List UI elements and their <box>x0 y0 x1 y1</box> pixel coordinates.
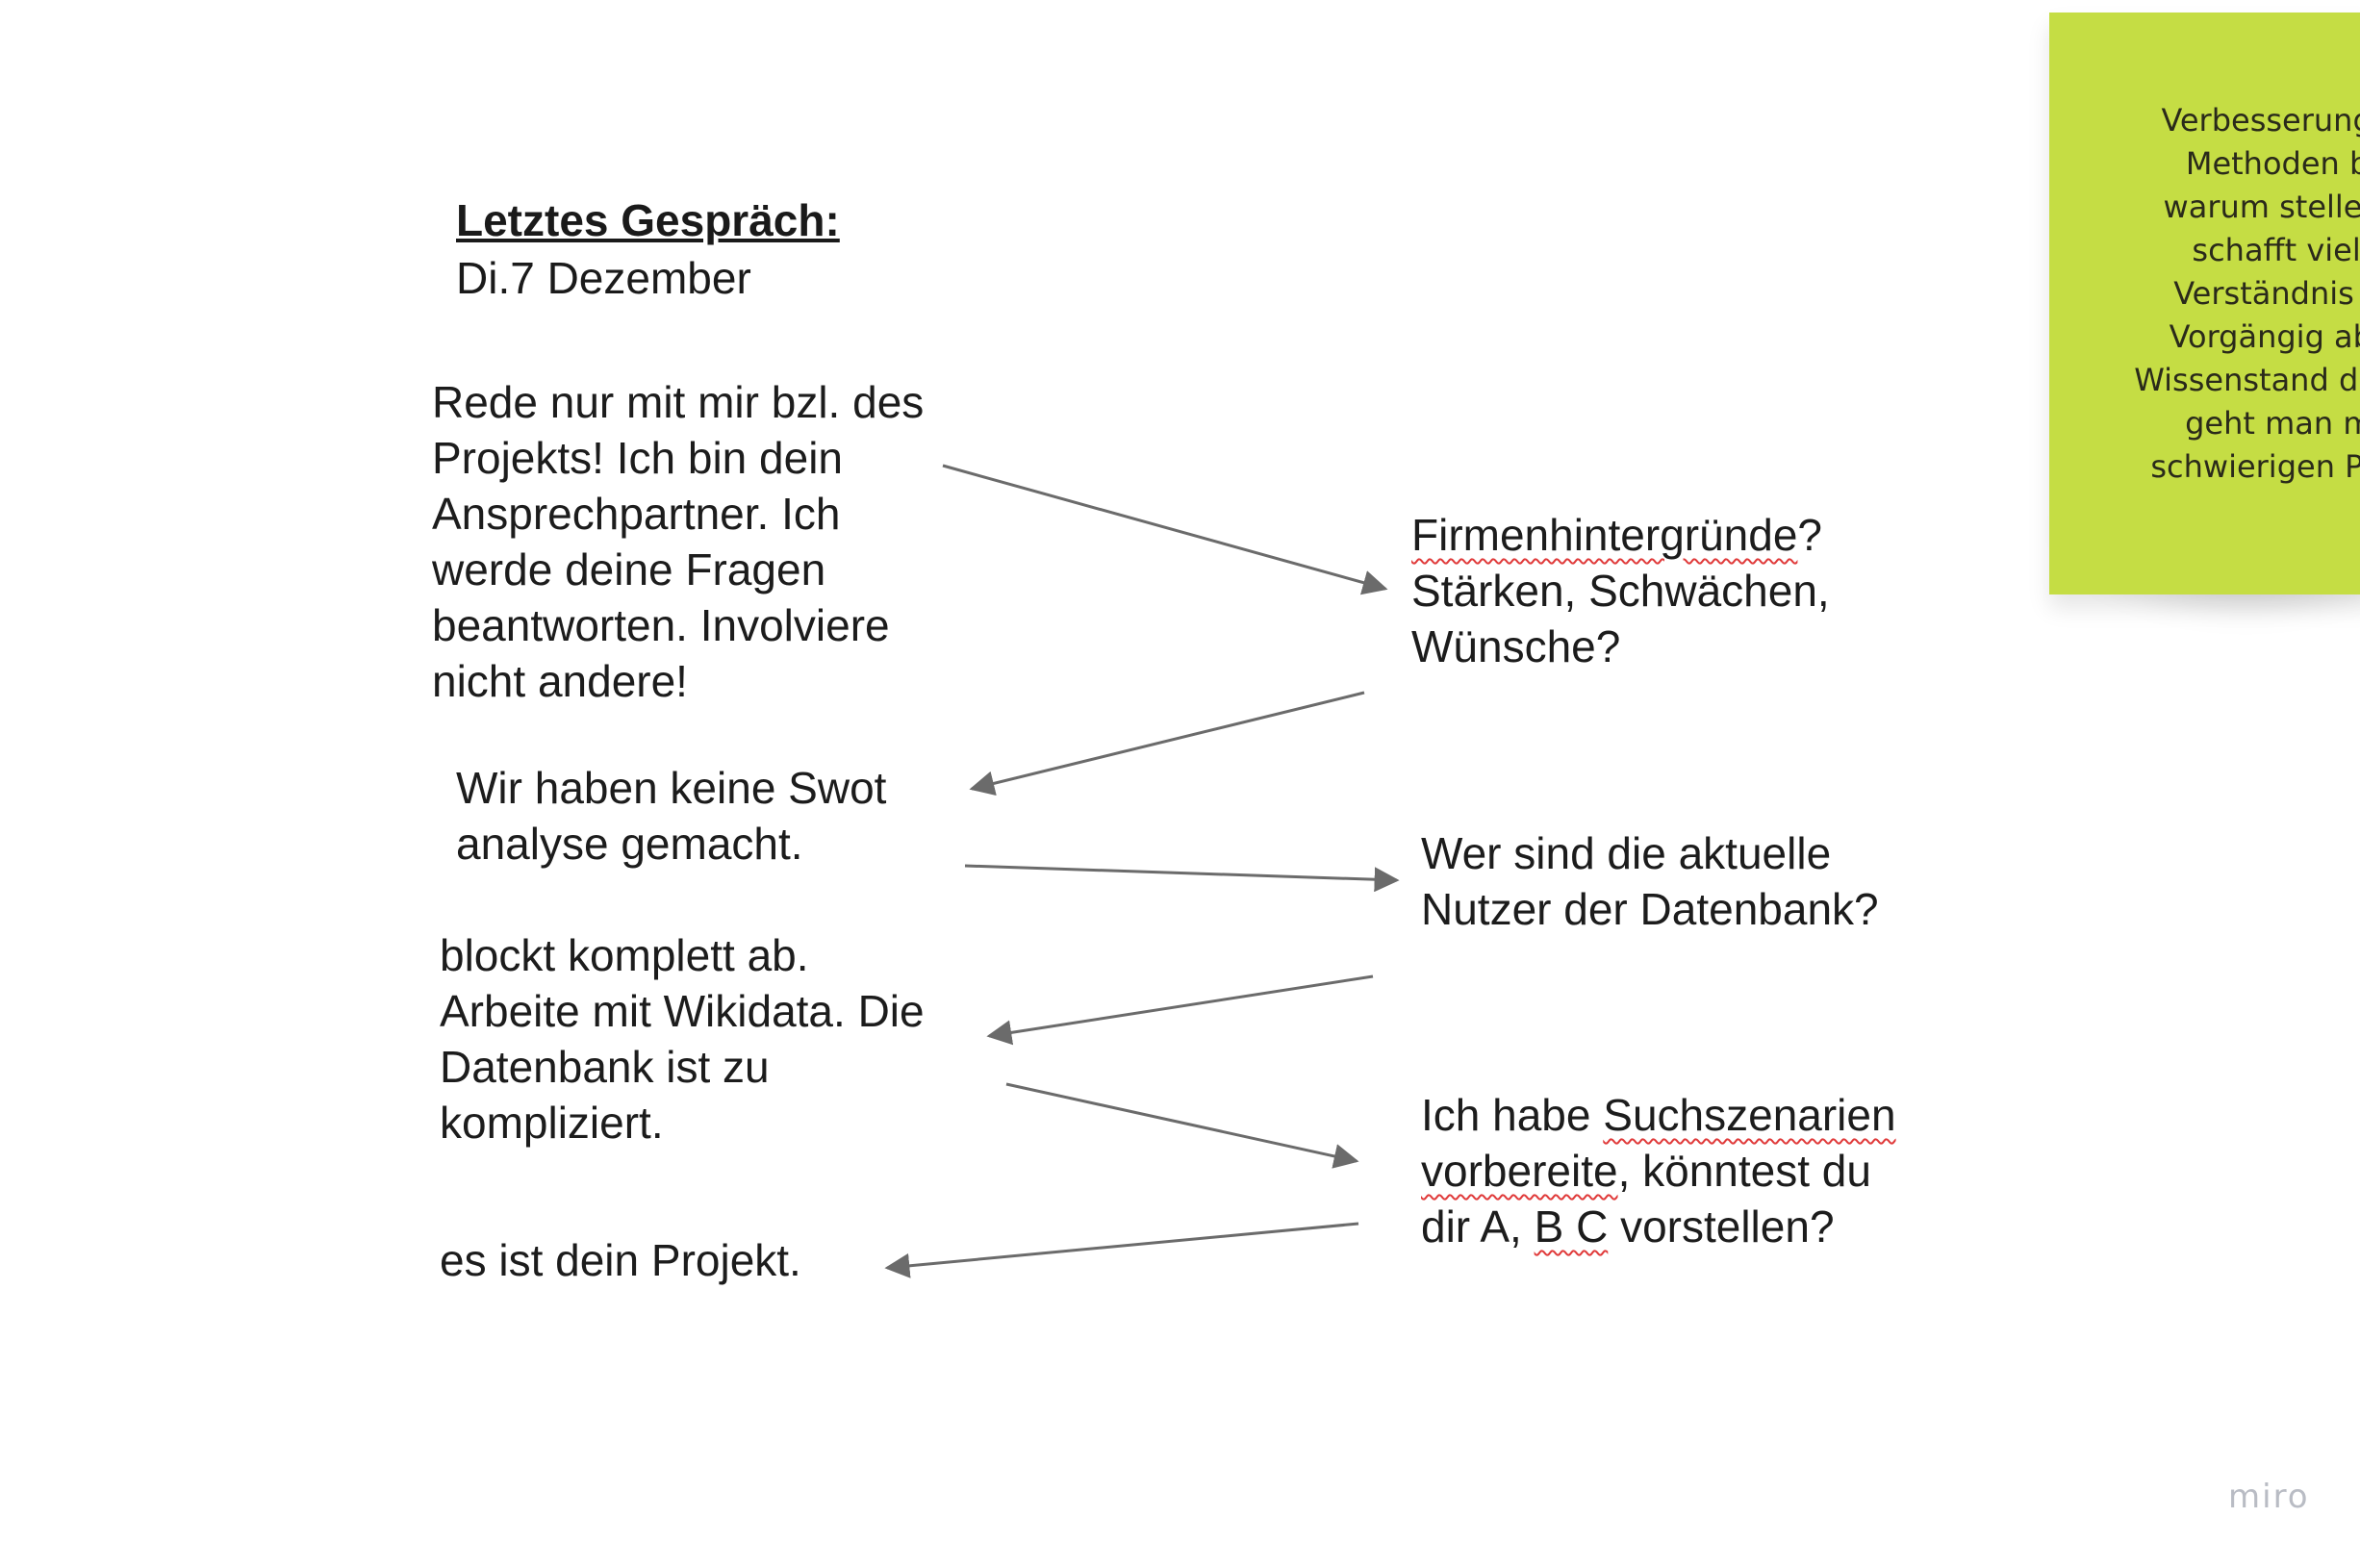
note-date[interactable]: Di.7 Dezember <box>456 253 751 303</box>
miro-logo: miro <box>2228 1478 2310 1516</box>
arrow-connector[interactable] <box>964 864 1400 893</box>
spellcheck-word: vorbereite <box>1421 1146 1618 1196</box>
right-note-1[interactable]: Firmenhintergründe? Stärken, Schwächen, … <box>1411 507 1830 674</box>
arrow-connector[interactable] <box>969 691 1365 797</box>
left-note-1[interactable]: Rede nur mit mir bzl. des Projekts! Ich … <box>432 377 925 706</box>
right-note-1-rest: ? Stärken, Schwächen, Wünsche? <box>1411 510 1830 671</box>
right-note-3[interactable]: Ich habe Suchszenarien vorbereite, könnt… <box>1421 1087 1896 1254</box>
left-note-2[interactable]: Wir haben keine Swot analyse gemacht. <box>456 763 887 869</box>
right-note-2[interactable]: Wer sind die aktuelle Nutzer der Datenba… <box>1421 828 1879 934</box>
arrow-connector[interactable] <box>884 1222 1359 1278</box>
note-heading[interactable]: Letztes Gespräch: <box>456 195 840 245</box>
spellcheck-word: Firmenhintergründe <box>1411 510 1798 560</box>
left-note-3[interactable]: blockt komplett ab. Arbeite mit Wikidata… <box>440 930 925 1148</box>
arrow-connector[interactable] <box>942 464 1388 595</box>
arrow-connector[interactable] <box>986 974 1374 1046</box>
left-note-4[interactable]: es ist dein Projekt. <box>440 1235 801 1285</box>
arrow-connector[interactable] <box>1005 1082 1359 1169</box>
sticky-note[interactable]: Verbesserungsfähig: Methoden besser waru… <box>2049 13 2360 594</box>
sticky-note-text: Verbesserungsfähig: Methoden besser waru… <box>2134 102 2360 485</box>
spellcheck-word: B C <box>1534 1201 1609 1252</box>
spellcheck-word: Suchszenarien <box>1603 1090 1896 1140</box>
right-note-3-part: , könntest du dir A, <box>1421 1146 1871 1252</box>
right-note-3-part: vorstellen? <box>1608 1201 1835 1252</box>
right-note-3-part: Ich habe <box>1421 1090 1604 1140</box>
